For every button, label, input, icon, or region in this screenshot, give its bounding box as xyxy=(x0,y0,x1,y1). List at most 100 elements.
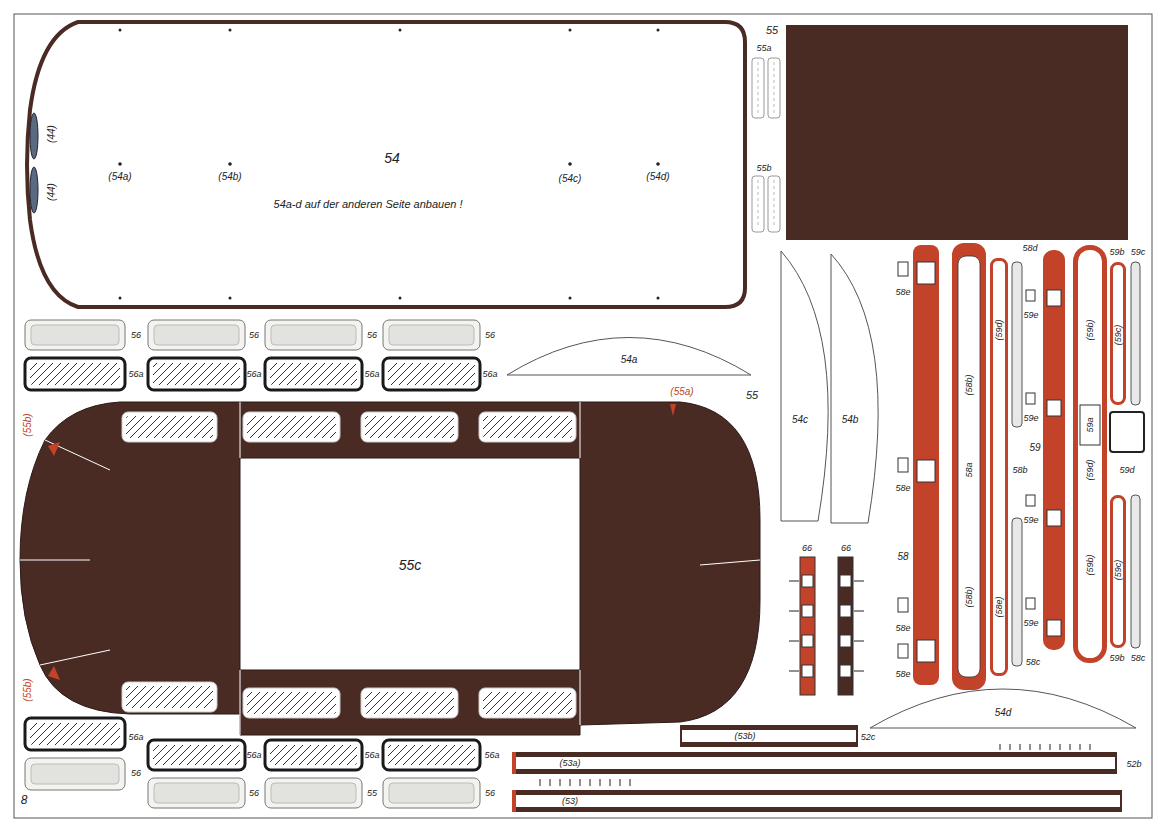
strip-part xyxy=(768,58,780,118)
tab xyxy=(802,665,813,677)
part-label: 59a xyxy=(1086,417,1095,432)
strip-part xyxy=(838,557,853,695)
square-part xyxy=(898,262,908,276)
part-label: (53a) xyxy=(557,759,582,768)
callout-number: 56 xyxy=(485,331,495,340)
callout-number: 8 xyxy=(21,794,28,806)
tab xyxy=(1047,400,1061,416)
part-label: (44) xyxy=(47,125,57,143)
part-label: 55 xyxy=(766,25,778,36)
long-strip: (53a) xyxy=(512,752,1117,774)
sheet-frame xyxy=(14,14,1152,818)
window-hatch xyxy=(153,363,240,385)
callout-number: 56 xyxy=(249,789,259,798)
strip-part xyxy=(752,58,764,118)
square-part xyxy=(1026,393,1035,404)
part-shape xyxy=(17,395,762,740)
window-hatch xyxy=(126,416,213,438)
part-label: 58b xyxy=(1012,466,1027,475)
glue-mark xyxy=(670,404,676,416)
strip-slot xyxy=(958,256,980,677)
window-hatch xyxy=(388,363,475,385)
roof-outline xyxy=(20,402,760,735)
callout-number: 56a xyxy=(128,733,143,742)
part-shape xyxy=(786,25,1128,240)
callout-number: 56 xyxy=(367,331,377,340)
callout-number: 55b xyxy=(756,164,771,173)
strip-band xyxy=(514,795,1120,807)
window-part xyxy=(25,358,125,390)
tick-marks xyxy=(540,779,630,786)
roof-part: (55b)(55a)5555c(55b) xyxy=(17,395,762,740)
callout-number: 56 xyxy=(131,769,141,778)
part-label: 59 xyxy=(1029,443,1040,453)
mark-dot xyxy=(229,297,232,300)
part-shape xyxy=(830,253,882,525)
window-hatch xyxy=(270,363,357,385)
callout-number: 55 xyxy=(367,789,377,798)
lens-outline xyxy=(507,338,751,376)
brown-strip xyxy=(512,752,1117,774)
callout-number: 59b xyxy=(1109,248,1124,257)
part-shape xyxy=(512,790,1122,812)
part-label: 58 xyxy=(897,552,908,562)
tab xyxy=(840,605,851,617)
callout-number: 56 xyxy=(131,331,141,340)
part-label: 55 xyxy=(746,390,758,401)
window-part xyxy=(479,688,576,718)
callout-number: 66 xyxy=(841,544,851,553)
window-glass xyxy=(31,325,119,345)
window-part xyxy=(361,412,458,442)
callout-number: 59d xyxy=(1119,466,1134,475)
window-hatch xyxy=(365,692,454,714)
tab xyxy=(840,635,851,647)
lens-part: 54a xyxy=(505,335,753,377)
callout-number: 56 xyxy=(249,331,259,340)
lens-outline xyxy=(870,689,1136,728)
small-part xyxy=(752,58,780,232)
window-part xyxy=(148,778,245,808)
window-hatch xyxy=(247,416,336,438)
fold-line xyxy=(774,180,775,228)
callout-number: 56a xyxy=(484,751,499,760)
callout-number: 56a xyxy=(128,370,143,379)
window-part xyxy=(148,740,245,770)
glue-mark xyxy=(512,752,516,774)
part-label: 54 xyxy=(384,151,400,165)
part-label: (59b) xyxy=(1086,554,1095,575)
square-part xyxy=(1026,495,1035,506)
brown-panel xyxy=(786,25,1128,240)
tab xyxy=(1047,620,1061,636)
tab xyxy=(917,460,935,482)
window-part xyxy=(265,358,362,390)
callout-number: 56a xyxy=(246,751,261,760)
part-label: (58b) xyxy=(965,374,974,395)
strip-part: (59c) xyxy=(1110,495,1126,648)
window-part xyxy=(383,778,480,808)
window-glass xyxy=(389,325,474,345)
mark-dot xyxy=(399,29,402,32)
part-label: (44) xyxy=(47,183,57,201)
callout-number: 59c xyxy=(1131,248,1146,257)
window-part xyxy=(383,740,480,770)
square-part xyxy=(898,598,908,612)
strip-part xyxy=(1012,518,1022,666)
mark-dot xyxy=(119,297,122,300)
part-shape xyxy=(512,752,1117,774)
part-label: (53) xyxy=(560,797,580,806)
strip-band xyxy=(514,757,1115,769)
window-glass xyxy=(389,783,474,803)
tab xyxy=(802,635,813,647)
window-row xyxy=(25,358,480,390)
part-66 xyxy=(789,557,864,695)
callout-number: 58d xyxy=(1022,244,1037,253)
long-strip: (53) xyxy=(512,790,1122,812)
part-shape xyxy=(680,725,858,747)
red-outline-strip xyxy=(992,260,1007,675)
part-label: (55a) xyxy=(670,387,693,397)
fold-line xyxy=(774,62,775,114)
strip-part xyxy=(768,176,780,232)
fold-line xyxy=(758,180,759,228)
strip-part: 59 xyxy=(1043,250,1065,650)
square-part xyxy=(898,644,908,658)
